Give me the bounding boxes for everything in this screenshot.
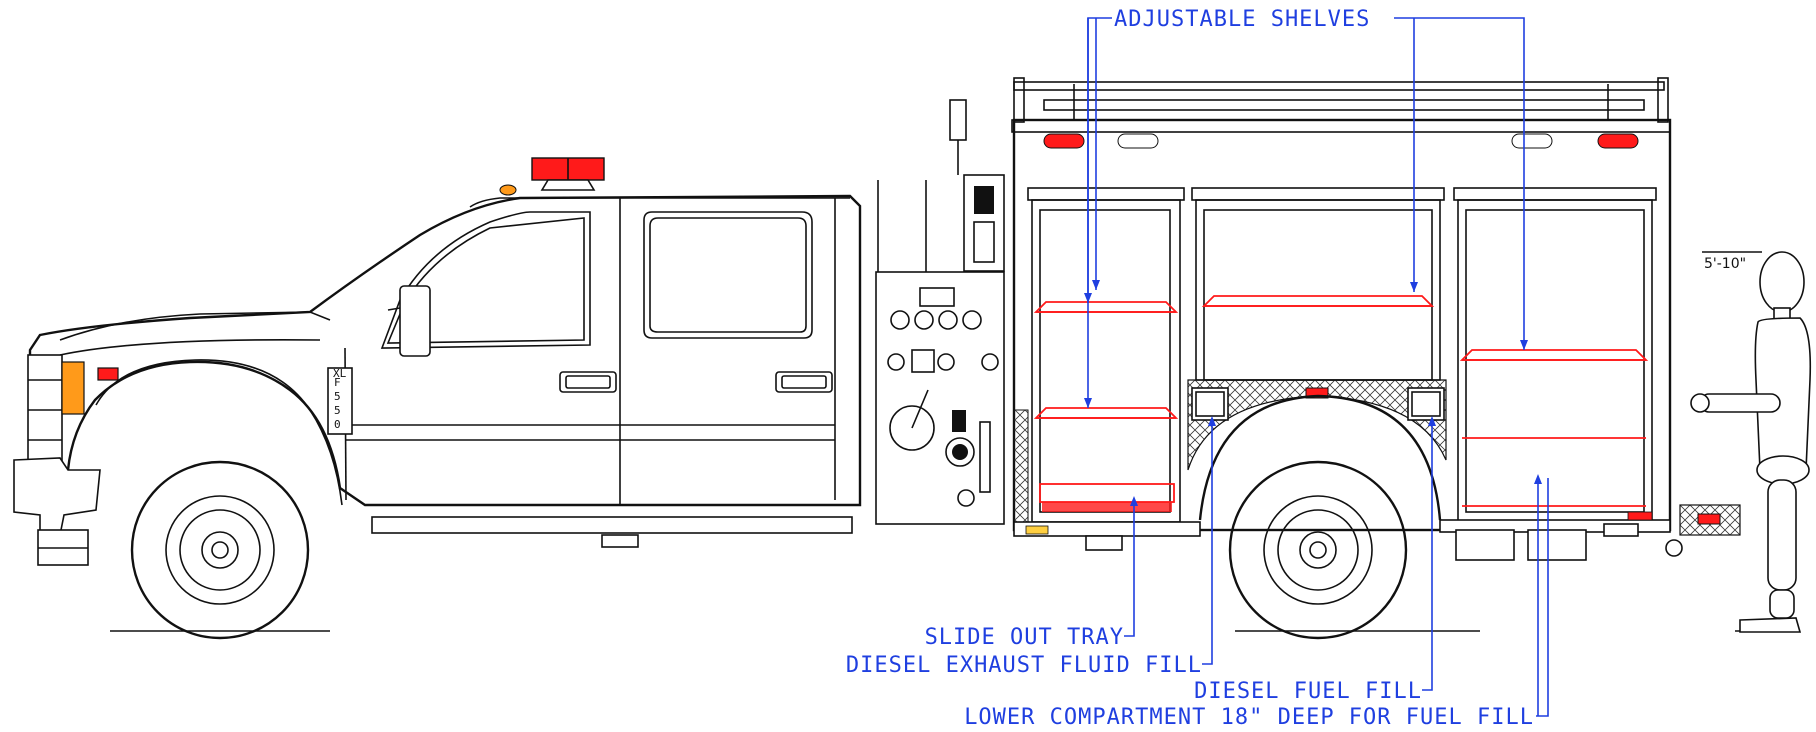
shelf-3 <box>1459 349 1649 361</box>
badge-model-4: 0 <box>334 418 341 431</box>
shelf-1b <box>1033 407 1179 419</box>
side-mirror <box>399 285 431 357</box>
door-handle-front <box>559 371 617 393</box>
model-badge <box>327 367 353 435</box>
callout-lower-compartment: LOWER COMPARTMENT 18" DEEP FOR FUEL FILL <box>964 705 1534 730</box>
badge-model-3: 5 <box>334 404 341 417</box>
marker-lamp-2 <box>1117 133 1159 149</box>
rear-body <box>1011 77 1741 561</box>
scale-human-figure: 5'-10" <box>1690 251 1812 633</box>
height-dimension-label: 5'-10" <box>1704 256 1746 272</box>
marker-lamp-front <box>97 367 119 381</box>
callout-leaders <box>1087 17 1539 716</box>
callout-def-fill: DIESEL EXHAUST FLUID FILL <box>846 653 1202 678</box>
marker-lamp-4 <box>1597 133 1639 149</box>
badge-model-1: F <box>334 376 341 389</box>
shelf-2 <box>1201 295 1435 307</box>
marker-lamp-1 <box>1043 133 1085 149</box>
callout-slide-out-tray: SLIDE OUT TRAY <box>925 625 1124 650</box>
def-fill-door <box>1191 387 1229 421</box>
badge-trim: XL <box>333 367 347 380</box>
rear-wheel <box>1228 460 1408 640</box>
amber-beacon <box>499 184 517 196</box>
running-board <box>371 516 853 534</box>
amber-headlight <box>61 361 85 415</box>
fuel-fill-door <box>1407 387 1445 421</box>
marker-lamp-3 <box>1511 133 1553 149</box>
door-handle-rear <box>775 371 833 393</box>
badge-model-2: 5 <box>334 390 341 403</box>
callout-adjustable-shelves: ADJUSTABLE SHELVES <box>1114 7 1370 32</box>
callout-arrowheads <box>1084 280 1542 506</box>
front-wheel <box>130 460 310 640</box>
slide-out-tray <box>1039 483 1175 503</box>
pump-panel <box>875 99 1005 525</box>
adjustable-shelves <box>1033 295 1649 512</box>
shelf-1a <box>1033 301 1179 313</box>
callout-diesel-fuel-fill: DIESEL FUEL FILL <box>1194 679 1422 704</box>
lower-compartment-leader <box>1536 478 1549 717</box>
truck-cab: XL F 5 5 <box>13 157 862 566</box>
